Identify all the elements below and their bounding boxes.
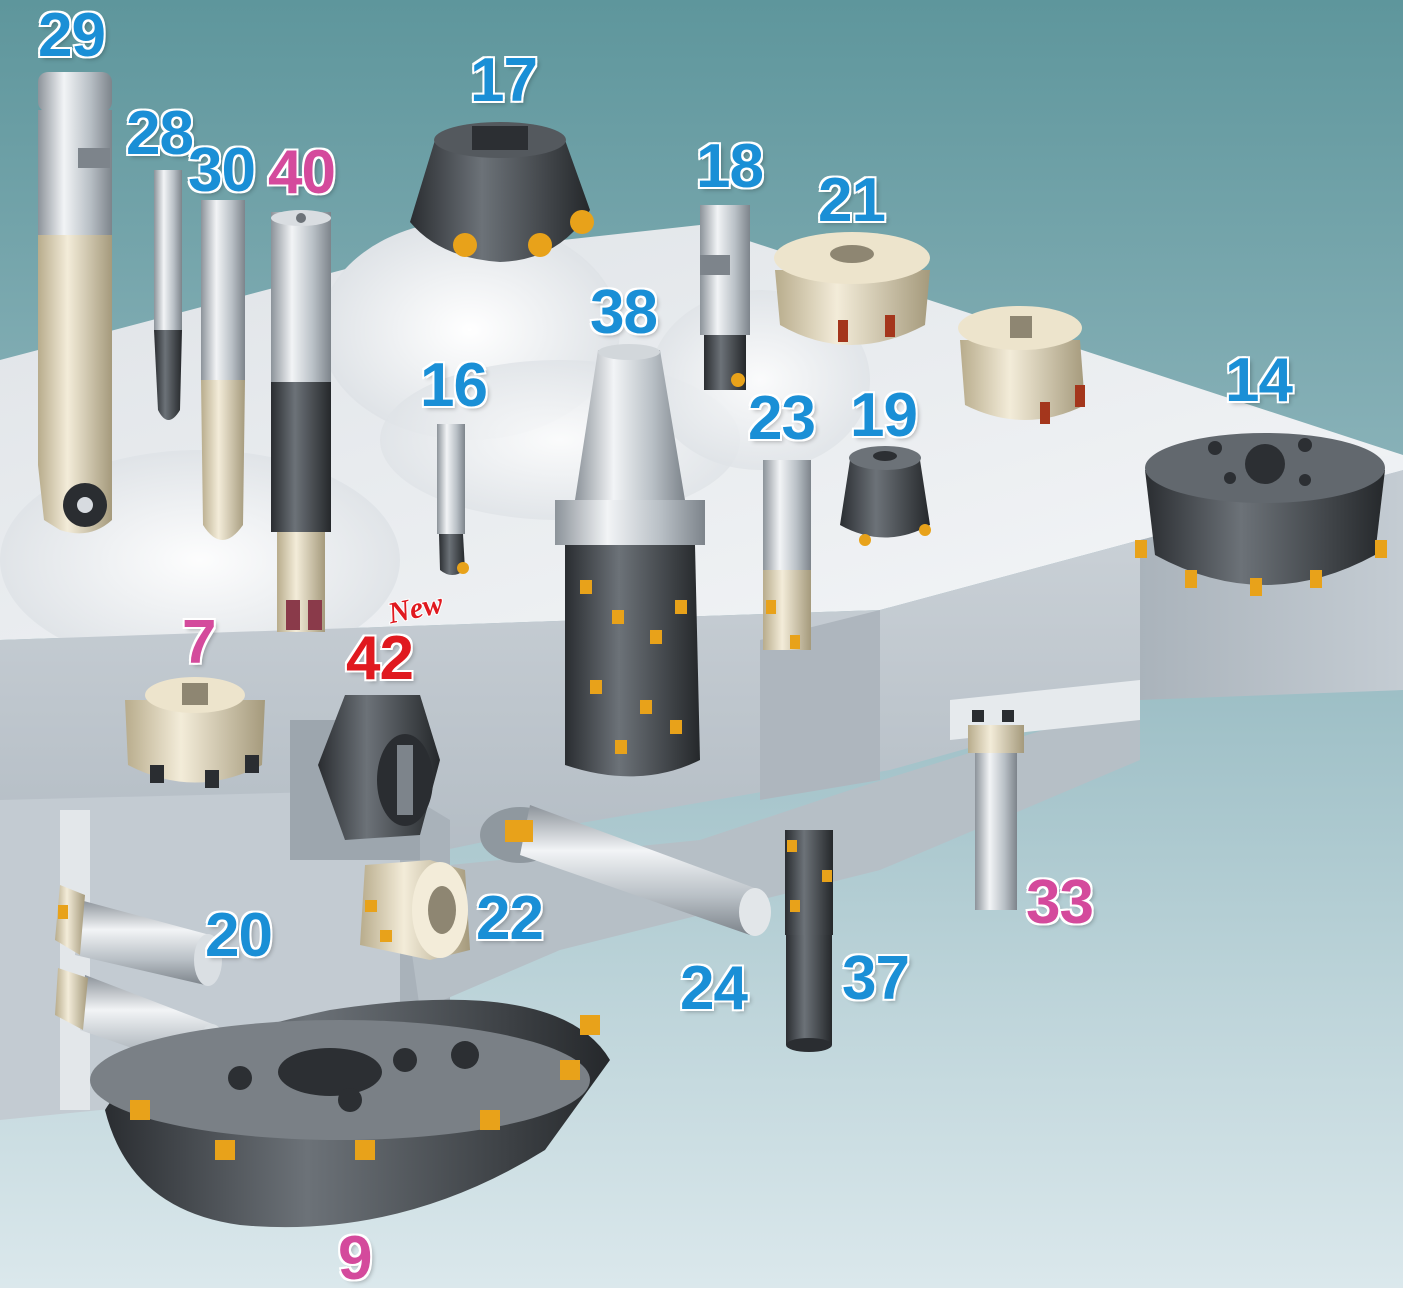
tool-7 [125, 677, 265, 788]
tool-38 [555, 344, 705, 777]
tool-cream-mill [958, 306, 1085, 424]
label-40: 40 [267, 138, 338, 207]
label-23: 23 [747, 384, 818, 453]
label-20: 20 [204, 901, 275, 970]
tool-23 [763, 460, 811, 650]
label-14: 14 [1224, 346, 1295, 415]
label-16: 16 [419, 351, 490, 420]
tool-28 [154, 170, 182, 420]
label-21: 21 [817, 166, 888, 235]
label-28: 28 [125, 99, 196, 168]
tool-17 [410, 122, 594, 262]
workpiece-lower-middle [400, 700, 1140, 1010]
tool-42 [318, 695, 440, 840]
tool-16 [437, 424, 469, 575]
label-24: 24 [679, 954, 750, 1023]
tool-30 [201, 200, 245, 540]
tool-21 [774, 232, 930, 345]
slot-pocket [60, 810, 90, 1110]
slot-pocket [760, 610, 880, 800]
label-30: 30 [187, 136, 258, 205]
label-19: 19 [849, 381, 920, 450]
label-42: 42 [345, 624, 416, 693]
tool-19 [840, 446, 931, 546]
tool-24 [505, 805, 771, 936]
label-7: 7 [180, 608, 218, 677]
label-22: 22 [475, 884, 546, 953]
tool-40 [271, 210, 331, 632]
tool-29 [38, 72, 112, 534]
tool-14 [1135, 433, 1387, 596]
label-29: 29 [37, 1, 108, 70]
label-33: 33 [1025, 868, 1096, 937]
tool-20 [55, 885, 222, 986]
label-37: 37 [841, 944, 912, 1013]
label-9: 9 [336, 1224, 374, 1293]
tool-9 [90, 999, 610, 1228]
label-38: 38 [589, 278, 660, 347]
tool-33 [968, 710, 1024, 910]
label-17: 17 [469, 46, 540, 115]
label-18: 18 [695, 132, 766, 201]
tool-18 [700, 205, 750, 390]
tool-22 [360, 860, 470, 960]
tool-37 [785, 830, 833, 1052]
